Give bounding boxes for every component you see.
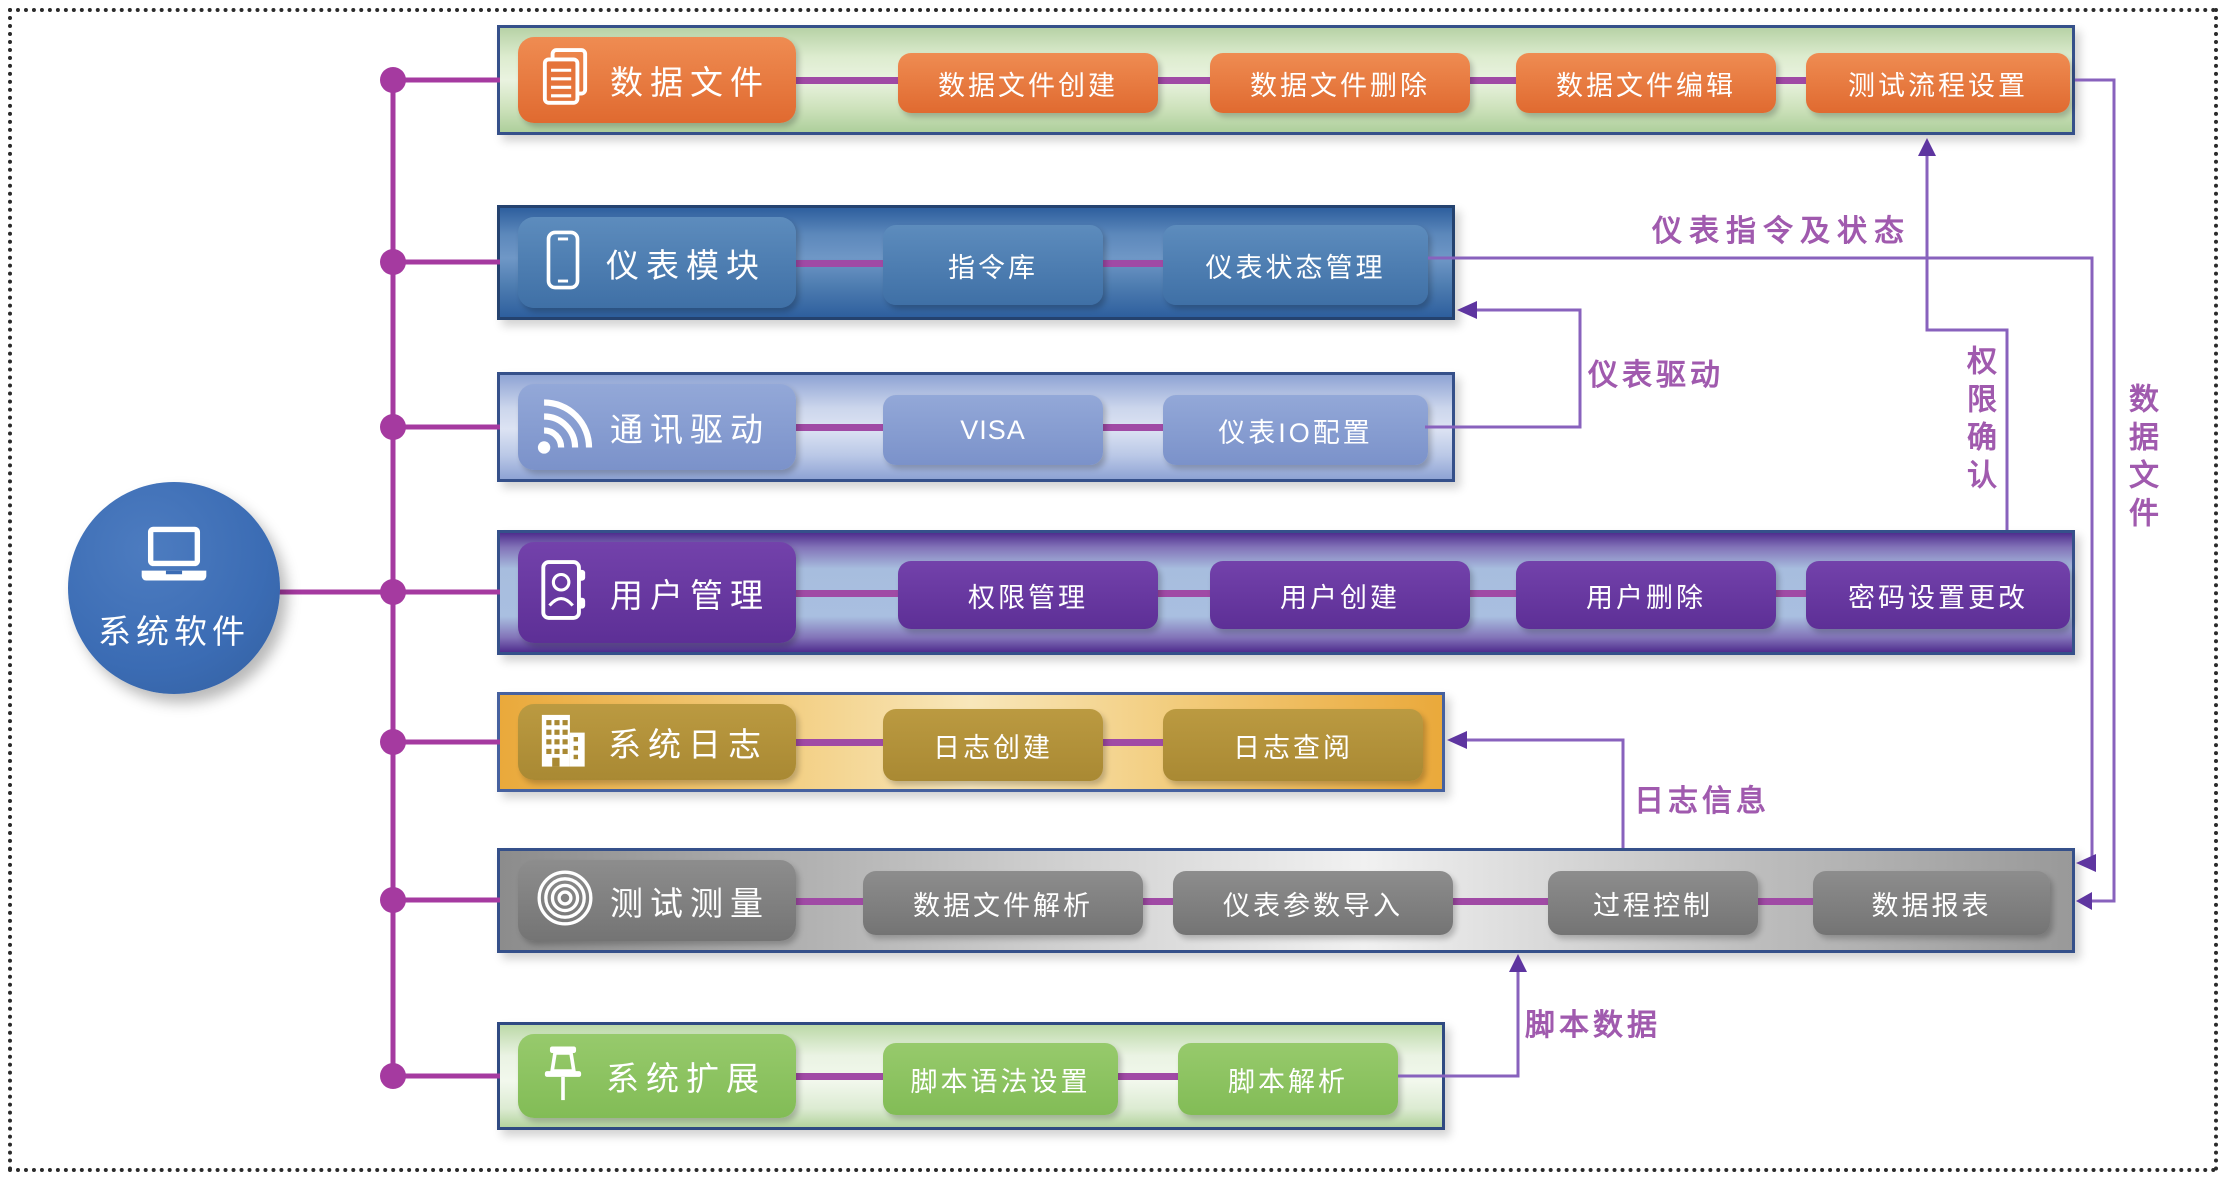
target-icon — [534, 867, 596, 934]
node-user-delete: 用户删除 — [1516, 561, 1776, 629]
module-title-system-extension: 系统扩展 — [518, 1034, 796, 1118]
module-title-label: 系统日志 — [608, 726, 768, 763]
node-instrument-io-config: 仪表IO配置 — [1163, 395, 1428, 465]
wifi-icon — [534, 392, 596, 463]
root-node-system-software: 系统软件 — [68, 482, 280, 694]
module-title-label: 仪表模块 — [606, 246, 766, 284]
node-data-file-delete: 数据文件删除 — [1210, 53, 1470, 113]
dotted-page-border — [8, 8, 2218, 1172]
row-system-log: 系统日志 日志创建 日志查阅 — [497, 692, 1445, 792]
node-data-report: 数据报表 — [1813, 871, 2050, 935]
flow-label-script-data: 脚本数据 — [1525, 1009, 1661, 1042]
flow-label-data-file: 数据文件 — [2124, 383, 2157, 535]
node-test-flow-setup: 测试流程设置 — [1806, 53, 2070, 113]
node-visa: VISA — [883, 395, 1103, 465]
contacts-icon — [534, 555, 596, 630]
module-title-label: 数据文件 — [610, 64, 770, 101]
module-title-test-measure: 测试测量 — [518, 860, 796, 941]
smartphone-icon — [534, 223, 592, 302]
node-log-review: 日志查阅 — [1163, 709, 1423, 781]
row-user-management: 用户管理 权限管理 用户创建 用户删除 密码设置更改 — [497, 530, 2075, 655]
node-data-file-parse: 数据文件解析 — [863, 871, 1143, 935]
node-command-library: 指令库 — [883, 225, 1103, 305]
row-test-measure: 测试测量 数据文件解析 仪表参数导入 过程控制 数据报表 — [497, 848, 2075, 953]
node-script-parse: 脚本解析 — [1178, 1043, 1398, 1115]
node-data-file-edit: 数据文件编辑 — [1516, 53, 1776, 113]
root-node-label: 系统软件 — [98, 612, 250, 650]
laptop-icon — [128, 524, 220, 599]
documents-icon — [534, 45, 596, 116]
node-instrument-param-import: 仪表参数导入 — [1173, 871, 1453, 935]
module-title-data-file: 数据文件 — [518, 37, 796, 123]
node-user-create: 用户创建 — [1210, 561, 1470, 629]
module-title-label: 用户管理 — [610, 576, 770, 614]
node-permission-mgmt: 权限管理 — [898, 561, 1158, 629]
node-data-file-create: 数据文件创建 — [898, 53, 1158, 113]
flow-label-permission-confirm: 权限确认 — [1962, 345, 1995, 497]
module-title-instrument-module: 仪表模块 — [518, 217, 796, 308]
node-password-change: 密码设置更改 — [1806, 561, 2070, 629]
row-instrument-module: 仪表模块 指令库 仪表状态管理 — [497, 205, 1455, 320]
module-title-label: 通讯驱动 — [610, 411, 770, 448]
module-title-comm-driver: 通讯驱动 — [518, 384, 796, 470]
module-title-user-management: 用户管理 — [518, 542, 796, 643]
module-title-label: 测试测量 — [610, 884, 770, 922]
module-title-label: 系统扩展 — [606, 1060, 766, 1097]
flow-label-instrument-driver: 仪表驱动 — [1588, 359, 1724, 392]
module-title-system-log: 系统日志 — [518, 704, 796, 780]
node-script-syntax-setup: 脚本语法设置 — [883, 1043, 1118, 1115]
pushpin-icon — [534, 1039, 592, 1114]
node-process-control: 过程控制 — [1548, 871, 1758, 935]
node-log-create: 日志创建 — [883, 709, 1103, 781]
row-comm-driver: 通讯驱动 VISA 仪表IO配置 — [497, 372, 1455, 482]
flow-label-log-info: 日志信息 — [1634, 785, 1770, 818]
node-instrument-status-mgmt: 仪表状态管理 — [1163, 225, 1428, 305]
row-system-extension: 系统扩展 脚本语法设置 脚本解析 — [497, 1022, 1445, 1130]
building-icon — [534, 709, 594, 776]
row-data-file: 数据文件 数据文件创建 数据文件删除 数据文件编辑 测试流程设置 — [497, 25, 2075, 135]
flow-label-instrument-cmd-status: 仪表指令及状态 — [1652, 215, 1911, 248]
